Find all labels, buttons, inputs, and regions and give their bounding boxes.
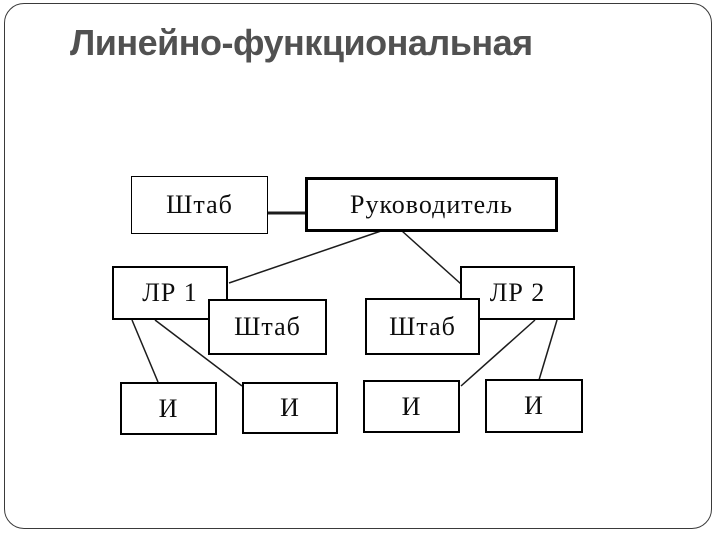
- node-executor-1: И: [120, 382, 217, 435]
- edge-lr2-executor-4: [538, 319, 558, 381]
- edge-lr2-executor-3: [460, 319, 536, 387]
- node-executor-4: И: [485, 379, 583, 433]
- node-executor-3: И: [363, 380, 460, 433]
- slide-title: Линейно-функциональная: [70, 22, 533, 63]
- edge-manager-lr2: [401, 230, 462, 285]
- node-staff-mid-right: Штаб: [365, 298, 480, 355]
- node-staff-mid-left: Штаб: [208, 299, 327, 355]
- edge-manager-lr1: [228, 230, 382, 284]
- edge-lr1-executor-2: [154, 319, 243, 387]
- node-manager: Руководитель: [305, 177, 558, 232]
- node-staff-top: Штаб: [131, 176, 268, 234]
- slide-frame-border: [4, 3, 712, 529]
- node-executor-2: И: [242, 382, 338, 434]
- edge-lr1-executor-1: [131, 319, 159, 383]
